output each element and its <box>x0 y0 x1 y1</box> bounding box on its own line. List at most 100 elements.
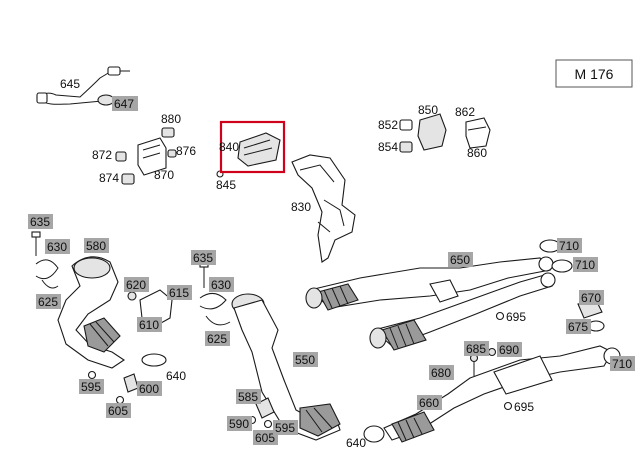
label-845: 845 <box>216 178 236 192</box>
label-595b: 595 <box>275 421 295 435</box>
label-830: 830 <box>291 200 311 214</box>
nut-695-lower[interactable] <box>503 401 513 411</box>
label-876: 876 <box>176 144 196 158</box>
catalytic-converter-580[interactable] <box>57 256 125 369</box>
label-685-bg <box>464 341 489 356</box>
highlight-frame-840 <box>219 120 286 174</box>
oxygen-sensor-645[interactable] <box>36 66 130 106</box>
label-840: 840 <box>219 140 239 154</box>
downpipe-550[interactable] <box>231 293 341 441</box>
label-710c: 710 <box>612 357 632 371</box>
label-640b: 640 <box>346 436 366 450</box>
label-635a-bg <box>28 214 53 229</box>
label-850: 850 <box>418 103 438 117</box>
clamp-630-left[interactable] <box>35 259 59 280</box>
clamp-625-left[interactable] <box>41 279 59 289</box>
heat-shield-840[interactable] <box>216 132 281 178</box>
label-710a-bg <box>557 238 582 253</box>
label-595b-bg <box>273 420 298 435</box>
label-615-bg <box>167 285 192 300</box>
label-605b-bg <box>253 430 278 445</box>
clamp-640-left[interactable] <box>141 353 167 367</box>
nut-605-left[interactable] <box>115 395 125 405</box>
label-874: 874 <box>99 171 119 185</box>
label-635a: 635 <box>30 215 50 229</box>
label-580-bg <box>84 238 109 253</box>
label-675-bg <box>566 319 591 334</box>
label-550: 550 <box>295 353 315 367</box>
label-630a-bg <box>45 239 70 254</box>
label-625b-bg <box>205 331 230 346</box>
label-670: 670 <box>581 291 601 305</box>
label-854: 854 <box>378 140 398 154</box>
nut-595-left[interactable] <box>87 370 97 380</box>
rear-pipe-660[interactable] <box>383 345 621 443</box>
label-685: 685 <box>466 342 486 356</box>
label-660-bg <box>417 395 442 410</box>
label-870: 870 <box>154 168 174 182</box>
label-635b: 635 <box>193 251 213 265</box>
label-650-bg <box>448 252 473 267</box>
label-680: 680 <box>431 366 451 380</box>
label-710b-bg <box>573 257 598 272</box>
label-600-bg <box>137 381 162 396</box>
clamp-630-mid[interactable] <box>199 293 227 310</box>
label-695a: 695 <box>506 310 526 324</box>
label-605a-bg <box>106 403 131 418</box>
label-590-bg <box>227 416 252 431</box>
label-550-bg <box>293 352 318 367</box>
label-680-bg <box>429 365 454 380</box>
clamp-640-mid[interactable] <box>363 425 385 443</box>
label-625b: 625 <box>207 332 227 346</box>
clamp-625-mid[interactable] <box>205 315 231 326</box>
label-690: 690 <box>499 343 519 357</box>
label-670-bg <box>579 290 604 305</box>
clamp-710-upper[interactable] <box>539 239 573 273</box>
label-650: 650 <box>450 253 470 267</box>
engine-code-box: M 176 <box>555 59 633 88</box>
label-620-bg <box>124 277 149 292</box>
heat-shield-830[interactable] <box>291 154 356 263</box>
label-860: 860 <box>467 146 487 160</box>
label-695b: 695 <box>514 400 534 414</box>
label-605b: 605 <box>255 431 275 445</box>
label-710b: 710 <box>575 258 595 272</box>
label-625a-bg <box>36 294 61 309</box>
label-620: 620 <box>126 278 146 292</box>
bracket-600[interactable] <box>123 373 139 393</box>
sensor-bracket-870[interactable] <box>115 127 177 185</box>
bolt-635-left[interactable] <box>31 231 41 256</box>
label-690-bg <box>497 342 522 357</box>
label-647: 647 <box>112 96 138 111</box>
label-590: 590 <box>229 417 249 431</box>
label-640a: 640 <box>166 369 186 383</box>
label-872: 872 <box>92 148 112 162</box>
label-600: 600 <box>139 382 159 396</box>
label-710a: 710 <box>559 239 579 253</box>
label-605a: 605 <box>108 404 128 418</box>
label-610: 610 <box>139 318 159 332</box>
label-660: 660 <box>419 396 439 410</box>
bolt-635-mid[interactable] <box>199 261 209 288</box>
intermediate-pipe-650[interactable] <box>305 256 556 351</box>
label-580: 580 <box>86 239 106 253</box>
nut-695-upper[interactable] <box>495 311 505 321</box>
label-675: 675 <box>568 320 588 334</box>
bracket-group-850[interactable] <box>399 113 491 153</box>
label-862: 862 <box>455 105 475 119</box>
svg-text:645: 645 <box>60 77 80 91</box>
label-852: 852 <box>378 118 398 132</box>
svg-text:647: 647 <box>114 97 134 111</box>
label-630b-bg <box>209 277 234 292</box>
label-585: 585 <box>238 390 258 404</box>
label-625a: 625 <box>38 295 58 309</box>
label-880: 880 <box>161 112 181 126</box>
label-595a: 595 <box>81 380 101 394</box>
engine-code-text: M 176 <box>575 66 614 82</box>
label-585-bg <box>236 389 261 404</box>
label-630a: 630 <box>47 240 67 254</box>
label-595a-bg <box>79 379 104 394</box>
label-645: 645 <box>60 77 80 91</box>
label-710c-bg <box>610 356 635 371</box>
